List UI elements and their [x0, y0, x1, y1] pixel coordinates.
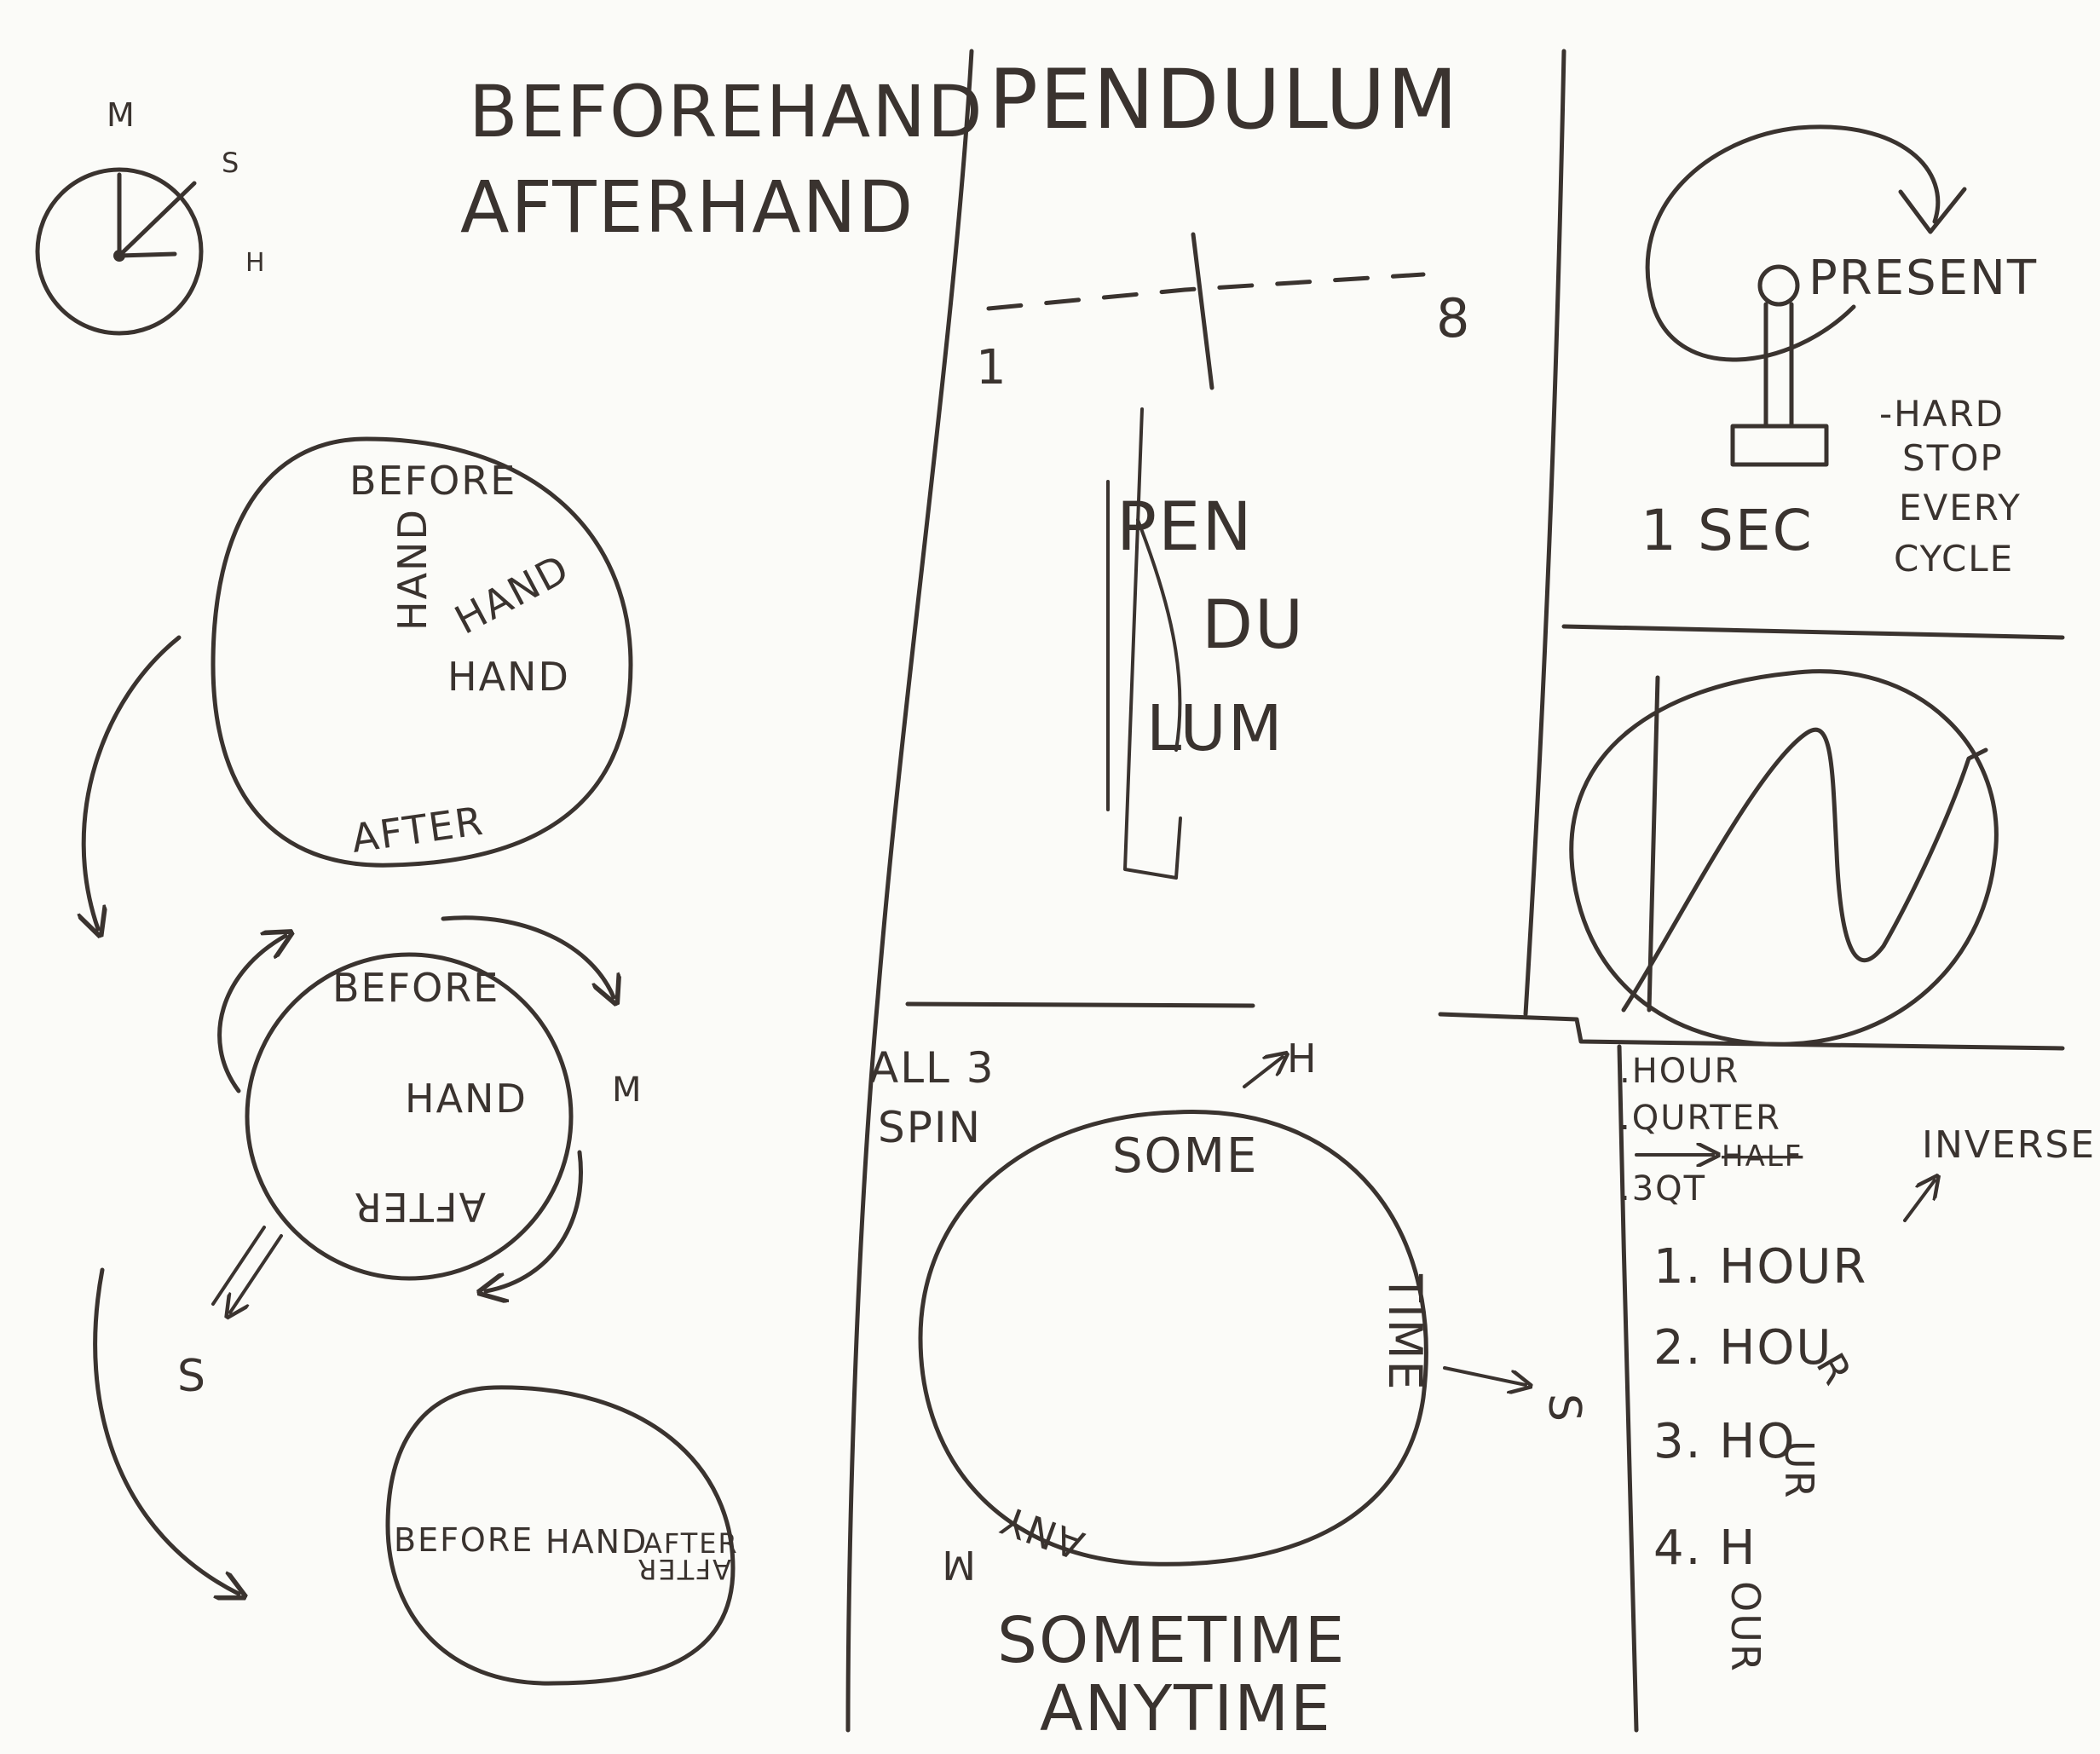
left-panel: BEFOREHAND AFTERHAND BEFORE HAND HAND HA…: [84, 70, 984, 1686]
c2-arrow-topleft: [217, 936, 286, 1093]
s-arrow: [1443, 1366, 1526, 1385]
c2-double-arrow-line-b: [211, 1226, 266, 1306]
hard-stop-line3: EVERY: [1899, 487, 2022, 528]
one-sec-label: 1 SEC: [1641, 498, 1814, 563]
c1-after-label: AFTER: [349, 798, 487, 862]
c2-m-label: M: [612, 1070, 643, 1110]
c1-hand-vertical: HAND: [389, 508, 436, 631]
c1-hand-diagonal: HAND: [447, 545, 577, 643]
bullet-qurter: .QURTER: [1619, 1099, 1781, 1138]
scale-start-label: 1: [976, 340, 1008, 395]
c1-hand-horizontal: HAND: [447, 654, 570, 700]
spin-circle: [918, 1110, 1428, 1566]
beforehand-circle-1: [211, 436, 633, 868]
beforehand-circle-2: [245, 952, 574, 1281]
all3-line2: SPIN: [878, 1103, 982, 1152]
all3-line1: ALL 3: [869, 1043, 995, 1093]
list-item-4: 4. H: [1653, 1520, 1757, 1576]
c3-hand-label: HAND: [545, 1523, 648, 1561]
clock-pivot: [113, 250, 125, 262]
scale-end-label: 8: [1436, 287, 1471, 349]
inverse-arrow: [1903, 1180, 1935, 1222]
present-loop: [1645, 124, 1941, 362]
pendulum-outline: [1123, 407, 1182, 880]
middle-title: PENDULUM: [989, 52, 1459, 147]
pendulum-swing: [1136, 518, 1182, 752]
right-panel: PRESENT -HARD STOP EVERY CYCLE 1 SEC .HO…: [1569, 124, 2096, 1673]
left-title-line1: BEFOREHAND: [469, 70, 984, 153]
waveform: [1621, 727, 1988, 1013]
clock-m-label: M: [107, 96, 136, 134]
arrow-down-1: [84, 635, 182, 929]
pen-label: PEN: [1116, 489, 1254, 566]
clock-s-label: S: [222, 147, 240, 179]
some-label: SOME: [1112, 1128, 1258, 1184]
c2-before-label: BEFORE: [332, 965, 499, 1011]
beforehand-circle-3: [385, 1385, 736, 1686]
list-item-2: 2. HOU: [1653, 1320, 1832, 1376]
c1-before-label: BEFORE: [349, 458, 516, 504]
present-loop-arrowhead: [1898, 187, 1967, 234]
c2-s-label: S: [177, 1351, 207, 1402]
list-item-3-tail: UR: [1776, 1440, 1822, 1500]
any-inverted: ANY: [994, 1496, 1089, 1568]
clock-diagram: M S H: [35, 96, 267, 336]
list-item-3: 3. HO: [1653, 1414, 1796, 1469]
c2-after-inverted: AFTER: [353, 1184, 486, 1230]
bullet-hour: .HOUR: [1619, 1052, 1739, 1091]
c3-before-label: BEFORE: [394, 1521, 534, 1559]
stand-knob: [1757, 264, 1800, 307]
bullet-half-struck: HALF: [1722, 1140, 1803, 1174]
s-label-rotated: S: [1538, 1393, 1589, 1423]
clock-face: [35, 167, 204, 336]
panel-dividers: [845, 49, 2065, 1733]
c2-arrow-bottomright: [486, 1150, 583, 1291]
footer-line2: ANYTIME: [1040, 1672, 1332, 1745]
hard-stop-line2: STOP: [1902, 437, 2004, 479]
c3-after-inverted: AFTER: [636, 1553, 731, 1585]
stand-base: [1730, 424, 1829, 467]
du-label: DU: [1202, 587, 1305, 664]
m-label-inverted: M: [940, 1542, 976, 1588]
hard-stop-line4: CYCLE: [1894, 538, 2014, 580]
dashed-timeline: [986, 272, 1426, 311]
inverse-label: INVERSE: [1922, 1123, 2096, 1167]
wave-circle: [1569, 669, 1999, 1047]
middle-panel: PENDULUM 1 8 PEN DU LUM ALL 3 SPIN H SOM…: [869, 52, 1589, 1745]
list-item-1: 1. HOUR: [1653, 1239, 1867, 1295]
wave-axis: [1647, 675, 1660, 1013]
h-label: H: [1287, 1036, 1318, 1082]
arrow-down-2: [93, 1267, 239, 1594]
clock-h-label: H: [245, 248, 267, 278]
footer-line1: SOMETIME: [997, 1604, 1346, 1677]
hard-stop-line1: -HARD: [1879, 393, 2005, 435]
hour-hand: [117, 251, 177, 258]
list-item-4-tail: OUR: [1722, 1581, 1768, 1673]
c3-after-label: AFTER: [643, 1527, 739, 1560]
lum-label: LUM: [1146, 692, 1284, 765]
c2-arrow-topright: [441, 915, 614, 997]
bullet-3qt: .3QT: [1619, 1169, 1706, 1209]
c2-double-arrow-line-a: [230, 1234, 283, 1313]
second-hand: [117, 181, 197, 258]
h-arrow: [1243, 1057, 1283, 1088]
stand-pole: [1763, 302, 1794, 429]
left-title-line2: AFTERHAND: [460, 165, 914, 249]
timeline-marker: [1191, 232, 1214, 390]
present-label: PRESENT: [1809, 251, 2038, 306]
time-vertical: TIME: [1378, 1273, 1432, 1392]
c2-hand-label: HAND: [405, 1076, 528, 1122]
